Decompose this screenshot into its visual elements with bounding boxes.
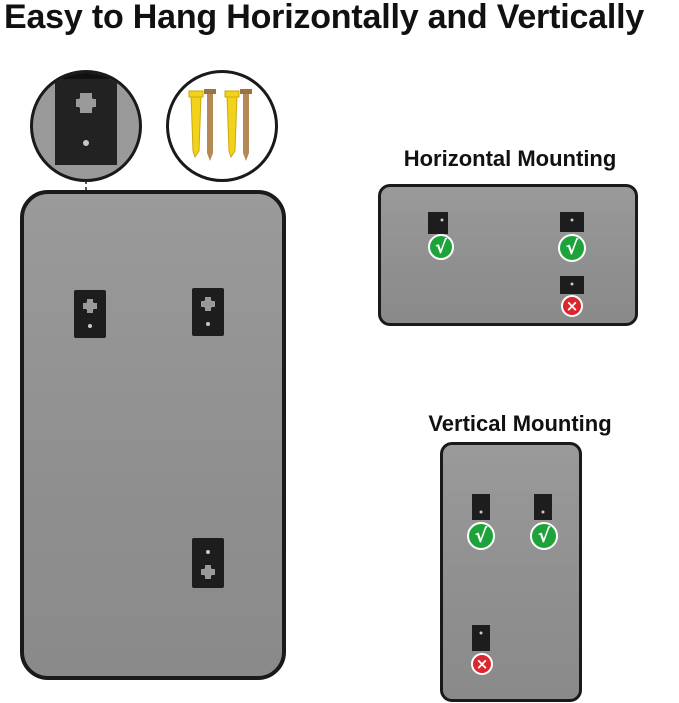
hanging-bracket-icon (560, 276, 584, 294)
vertical-mirror (440, 442, 582, 702)
cross-icon: × (561, 295, 583, 317)
hanging-bracket-icon (472, 494, 490, 520)
check-icon: √ (530, 522, 558, 550)
hanging-bracket-icon (472, 625, 490, 651)
bracket-closeup (30, 70, 142, 182)
hanging-bracket-icon (192, 288, 224, 336)
horizontal-mounting-heading: Horizontal Mounting (403, 146, 617, 171)
hanging-bracket-icon (560, 212, 584, 232)
check-icon: √ (467, 522, 495, 550)
hanging-bracket-icon (74, 290, 106, 338)
hanging-bracket-icon (192, 538, 224, 588)
horizontal-mirror (378, 184, 638, 326)
hanging-bracket-icon (428, 212, 448, 234)
check-icon: √ (428, 234, 454, 260)
check-icon: √ (558, 234, 586, 262)
large-mirror (20, 190, 286, 680)
vertical-mounting-heading: Vertical Mounting (428, 411, 612, 436)
wall-anchor-screws-icon (166, 70, 278, 182)
page-title: Easy to Hang Horizontally and Vertically (4, 0, 645, 36)
hanging-bracket-icon (55, 73, 117, 165)
hanging-bracket-icon (534, 494, 552, 520)
cross-icon: × (471, 653, 493, 675)
